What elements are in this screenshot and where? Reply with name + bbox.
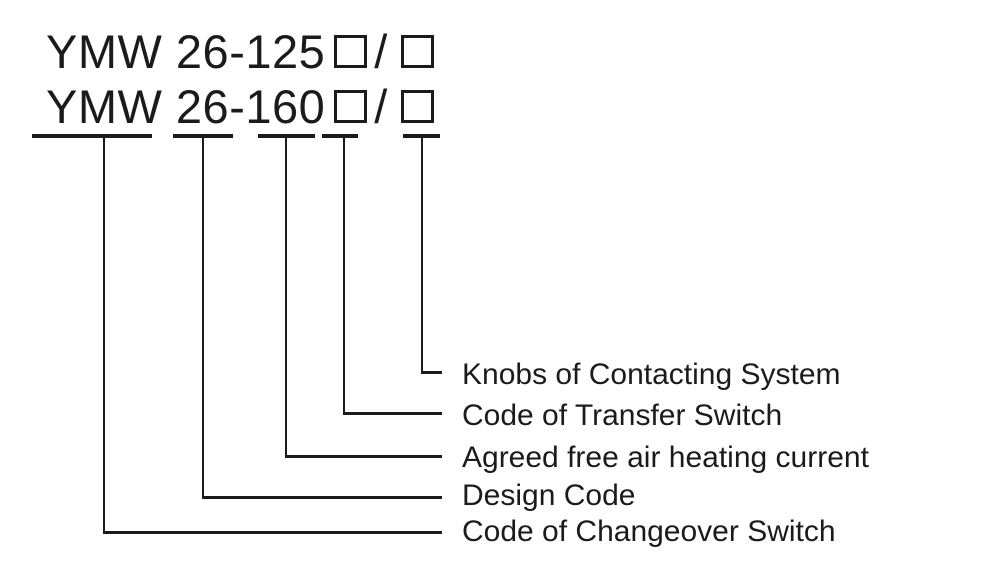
model-code-prefix-1: YMW 26-125	[46, 25, 326, 78]
underline-design-code	[173, 134, 233, 138]
underline-changeover-code	[32, 134, 152, 138]
callout-label-design-code: Design Code	[462, 479, 636, 512]
model-number-line-1: YMW 26-125 /	[46, 28, 434, 75]
placeholder-box-icon	[334, 90, 368, 123]
placeholder-box-icon	[400, 90, 434, 123]
connector-knobs	[421, 137, 442, 374]
connector-transfer	[343, 137, 442, 415]
slash-separator: /	[374, 80, 388, 133]
slash-separator: /	[374, 25, 388, 78]
model-code-prefix-2: YMW 26-160	[46, 80, 326, 133]
placeholder-box-icon	[334, 35, 368, 68]
connector-heating-current	[285, 137, 442, 458]
connector-design-code	[202, 137, 442, 499]
model-number-line-2: YMW 26-160 /	[46, 83, 434, 130]
callout-label-changeover-switch: Code of Changeover Switch	[462, 515, 836, 548]
connector-changeover	[103, 137, 442, 534]
underline-heating-current	[258, 134, 315, 138]
callout-label-knobs: Knobs of Contacting System	[462, 358, 841, 391]
callout-label-transfer-switch: Code of Transfer Switch	[462, 399, 783, 432]
callout-label-heating-current: Agreed free air heating current	[462, 441, 869, 474]
underline-transfer-code	[322, 134, 358, 138]
placeholder-box-icon	[400, 35, 434, 68]
underline-knobs-code	[403, 134, 440, 138]
